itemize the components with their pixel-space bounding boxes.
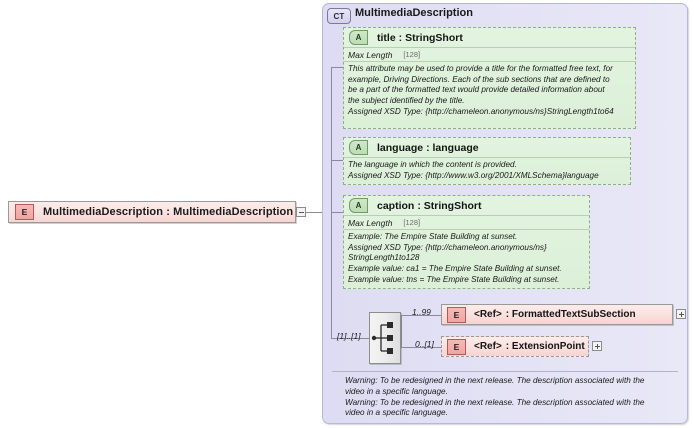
child-cardinality: 1..99 bbox=[412, 307, 431, 317]
connector-compositor-child2 bbox=[401, 347, 441, 348]
sequence-icon bbox=[371, 322, 393, 354]
compositor-cardinality: [1]..[1] bbox=[337, 331, 361, 341]
connector-branch-compositor bbox=[331, 338, 369, 339]
warning-line: Warning: To be redesigned in the next re… bbox=[345, 397, 645, 407]
doc-line: Example value: tns = The Empire State Bu… bbox=[348, 274, 560, 284]
ref-type: : FormattedTextSubSection bbox=[505, 309, 636, 320]
connector-branch-title bbox=[331, 67, 343, 68]
ref-name: <Ref> bbox=[474, 309, 502, 320]
facet-label: Max Length bbox=[348, 217, 393, 228]
attribute-documentation: The language in which the content is pro… bbox=[344, 158, 630, 184]
facet-label: Max Length bbox=[348, 49, 393, 60]
warning-line: video in a specific language. bbox=[345, 386, 448, 396]
complex-type-title: MultimediaDescription bbox=[355, 7, 473, 19]
child-ref-formattedtextsubsection[interactable]: E <Ref> : FormattedTextSubSection bbox=[441, 304, 673, 325]
attribute-block-language[interactable]: A language : language The language in wh… bbox=[343, 137, 631, 185]
connector-compositor-child1 bbox=[401, 315, 441, 316]
complextype-badge-icon: CT bbox=[327, 8, 351, 24]
element-badge-icon: E bbox=[447, 338, 466, 355]
doc-line: This attribute may be used to provide a … bbox=[348, 64, 613, 73]
root-element-label: MultimediaDescription : MultimediaDescri… bbox=[43, 206, 294, 218]
attribute-header: A language : language bbox=[344, 138, 630, 158]
warning-line: Warning: To be redesigned in the next re… bbox=[345, 376, 645, 385]
expand-toggle-extensionpoint[interactable] bbox=[592, 341, 602, 351]
facet-value: [128] bbox=[403, 50, 421, 59]
doc-line: Assigned XSD Type: {http://chameleon.ano… bbox=[348, 242, 547, 252]
ref-type: : ExtensionPoint bbox=[505, 341, 585, 352]
attribute-name: title bbox=[377, 31, 396, 44]
child-ref-extensionpoint[interactable]: E <Ref> : ExtensionPoint bbox=[441, 336, 589, 357]
doc-line: example, Driving Directions. Each of the… bbox=[348, 74, 610, 84]
warning-line: video in a specific language. bbox=[345, 408, 448, 418]
attribute-badge-icon: A bbox=[349, 198, 368, 213]
attribute-facet-row: Max Length [128] bbox=[344, 48, 635, 62]
ref-name: <Ref> bbox=[474, 341, 502, 352]
attribute-header: A caption : StringShort bbox=[344, 196, 589, 216]
element-badge-icon: E bbox=[447, 306, 466, 323]
attribute-documentation: This attribute may be used to provide a … bbox=[344, 62, 635, 120]
attribute-type: : StringShort bbox=[398, 31, 463, 44]
attribute-type: : StringShort bbox=[417, 199, 482, 212]
doc-line: StringLength1to128 bbox=[348, 253, 420, 263]
attribute-block-caption[interactable]: A caption : StringShort Max Length [128]… bbox=[343, 195, 590, 289]
doc-line: be a part of the formatted text would pr… bbox=[348, 85, 605, 95]
attribute-badge-icon: A bbox=[349, 140, 368, 155]
warning-separator bbox=[332, 371, 678, 372]
connector-branch-language bbox=[331, 160, 343, 161]
doc-line: Assigned XSD Type: {http://www.w3.org/20… bbox=[348, 170, 599, 180]
attribute-documentation: Example: The Empire State Building at su… bbox=[344, 230, 589, 288]
doc-line: the subject identified by the title. bbox=[348, 95, 465, 105]
attribute-header: A title : StringShort bbox=[344, 28, 635, 48]
attribute-block-title[interactable]: A title : StringShort Max Length [128] T… bbox=[343, 27, 636, 129]
attribute-name: caption bbox=[377, 199, 415, 212]
doc-line: Example: The Empire State Building at su… bbox=[348, 232, 518, 241]
connector-root-to-type bbox=[306, 212, 323, 213]
attribute-name: language bbox=[377, 141, 424, 154]
expand-toggle-formattedtextsubsection[interactable] bbox=[676, 309, 686, 319]
attribute-badge-icon: A bbox=[349, 30, 368, 45]
root-collapse-toggle[interactable] bbox=[296, 207, 306, 217]
child-cardinality: 0..[1] bbox=[415, 339, 434, 349]
doc-line: Example value: ca1 = The Empire State Bu… bbox=[348, 263, 562, 273]
connector-branch-caption bbox=[331, 212, 343, 213]
facet-value: [128] bbox=[403, 218, 421, 227]
doc-line: Assigned XSD Type: {http://chameleon.ano… bbox=[348, 106, 614, 116]
attribute-facet-row: Max Length [128] bbox=[344, 216, 589, 230]
connector-trunk bbox=[331, 67, 332, 338]
root-element-box[interactable]: E MultimediaDescription : MultimediaDesc… bbox=[8, 201, 296, 223]
element-badge-icon: E bbox=[15, 204, 34, 220]
warning-documentation: Warning: To be redesigned in the next re… bbox=[345, 376, 685, 419]
connector-compositor-split bbox=[401, 315, 402, 348]
sequence-compositor-icon[interactable] bbox=[369, 312, 401, 364]
attribute-type: : language bbox=[426, 141, 479, 154]
doc-line: The language in which the content is pro… bbox=[348, 160, 517, 169]
